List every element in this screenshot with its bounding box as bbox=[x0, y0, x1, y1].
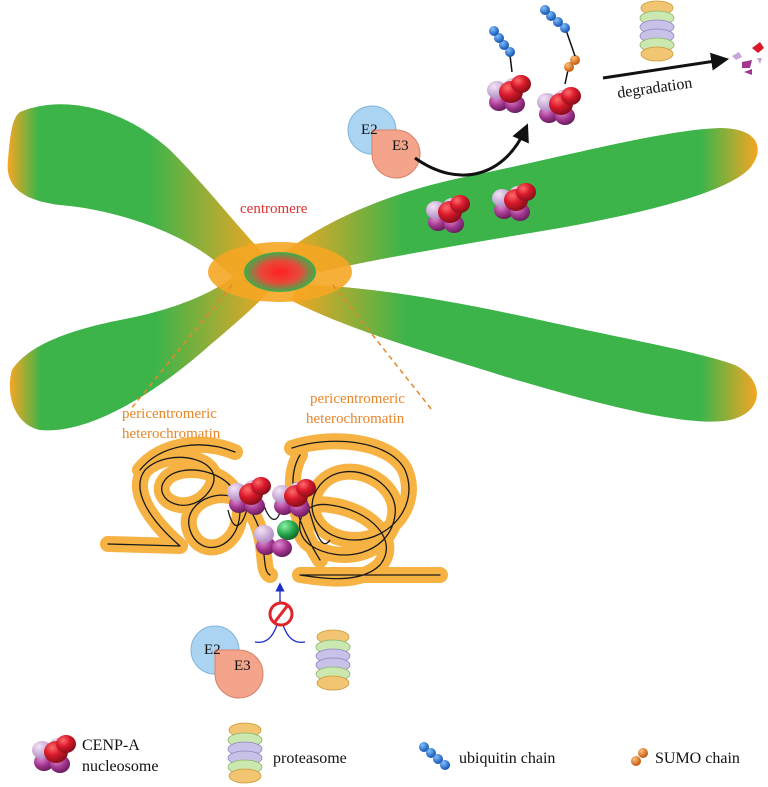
e2-label-top: E2 bbox=[361, 122, 378, 138]
e3-label-top: E3 bbox=[392, 138, 409, 154]
chromosome-arm-lower-left bbox=[9, 265, 275, 431]
legend-ubiquitin-label: ubiquitin chain bbox=[459, 750, 555, 767]
inhibit-icon bbox=[268, 601, 294, 627]
ubiquitination-arrow bbox=[414, 123, 529, 177]
degradation-label: degradation bbox=[616, 75, 693, 102]
pericentromeric-label-right-2: heterochromatin bbox=[306, 411, 405, 427]
e2-label-bottom: E2 bbox=[204, 642, 221, 658]
chromosome-arm-lower-right bbox=[290, 285, 757, 422]
heterochromatin-left bbox=[100, 436, 278, 583]
h3-nucleosome bbox=[254, 520, 299, 557]
e2-e3-complex-bottom: E2 E3 bbox=[190, 625, 264, 699]
pericentromeric-label-left-1: pericentromeric bbox=[122, 406, 217, 422]
degraded-fragments bbox=[732, 42, 764, 75]
legend: CENP-A nucleosome proteasome ubiquitin c… bbox=[32, 722, 740, 784]
legend-proteasome-icon bbox=[227, 722, 263, 784]
blocked-pathway bbox=[254, 582, 306, 643]
sumo-ubiquitinated-nucleosome bbox=[537, 5, 581, 125]
ubiquitin-chain bbox=[489, 26, 515, 57]
pericentromeric-label-right-1: pericentromeric bbox=[310, 391, 405, 407]
sumo-chain bbox=[564, 55, 580, 72]
legend-proteasome-label: proteasome bbox=[273, 750, 347, 767]
legend-sumo-label: SUMO chain bbox=[655, 750, 740, 767]
e3-label-bottom: E3 bbox=[234, 658, 251, 674]
proteasome-bottom bbox=[315, 629, 351, 691]
proteasome-top bbox=[639, 0, 675, 62]
degradation-arrow bbox=[602, 52, 730, 80]
e2-e3-complex-top: E2 E3 bbox=[347, 105, 421, 179]
centromere-label: centromere bbox=[240, 201, 308, 217]
ubiquitin-chain bbox=[540, 5, 570, 33]
centromere bbox=[244, 252, 316, 292]
legend-cenpa-label-2: nucleosome bbox=[82, 758, 158, 775]
heterochromatin-right bbox=[284, 433, 448, 587]
legend-cenpa-label-1: CENP-A bbox=[82, 737, 140, 754]
legend-sumo-icon bbox=[631, 748, 648, 766]
chromosome-arm-upper-left bbox=[7, 104, 265, 278]
ubiquitinated-nucleosome bbox=[487, 26, 531, 113]
legend-cenpa-icon bbox=[32, 735, 76, 773]
legend-ubiquitin-icon bbox=[419, 742, 450, 770]
